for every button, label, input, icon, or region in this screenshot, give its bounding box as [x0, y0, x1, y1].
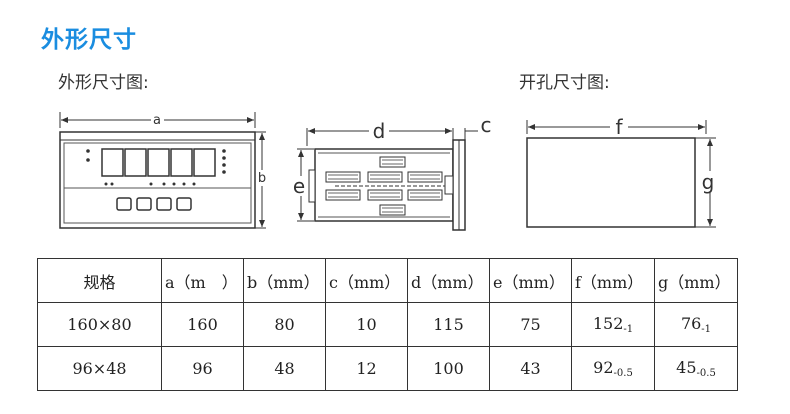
cell-tolerance: -0.5	[613, 368, 633, 379]
dim-label-f: f	[615, 115, 623, 139]
side-view-drawing: d c	[293, 113, 492, 231]
table-cell: 92-0.5	[571, 346, 655, 391]
cell-text: b（mm）	[247, 272, 320, 292]
cell-tolerance: -1	[701, 324, 712, 335]
cell-text: 12	[356, 359, 377, 378]
spec-table: 规格 a（m ） b（mm） c（mm） d（mm） e（mm） f（mm） g（mm） 160…	[37, 258, 738, 391]
table-cell: 160	[161, 302, 244, 347]
cell-text: 43	[520, 359, 541, 378]
cell-text: 160×80	[67, 315, 132, 334]
cell-tolerance: -0.5	[696, 368, 716, 379]
dim-label-e: e	[293, 174, 305, 198]
outline-diagram-label: 外形尺寸图:	[58, 73, 149, 93]
cell-text: 92	[593, 358, 614, 377]
table-header-row: 规格 a（m ） b（mm） c（mm） d（mm） e（mm） f（mm） g（mm）	[37, 258, 738, 303]
dim-label-b: b	[258, 171, 266, 186]
table-cell: 48	[243, 346, 326, 391]
table-header-cell: g（mm）	[654, 258, 738, 303]
cell-text: 76	[680, 314, 702, 333]
cell-text: 96×48	[72, 359, 127, 378]
cutout-drawing: f g	[526, 115, 716, 228]
front-view-drawing: a b	[59, 112, 266, 229]
cell-text: 80	[274, 315, 295, 334]
table-cell: 80	[243, 302, 326, 347]
table-header-cell: b（mm）	[243, 258, 326, 303]
cell-text: g（mm）	[658, 272, 731, 292]
table-header-cell: 规格	[37, 258, 162, 303]
table-header-cell: c（mm）	[325, 258, 408, 303]
table-cell: 100	[407, 346, 490, 391]
cell-text: 152	[592, 314, 624, 333]
cell-text: 10	[356, 315, 377, 334]
table-cell: 75	[489, 302, 572, 347]
table-cell: 96	[161, 346, 244, 391]
cell-tolerance: -1	[623, 324, 634, 335]
dim-label-g: g	[702, 170, 715, 194]
table-header-cell: e（mm）	[489, 258, 572, 303]
cell-text: d（mm）	[411, 272, 484, 292]
cell-text: 115	[433, 315, 464, 334]
table-cell: 152-1	[571, 302, 655, 347]
dimension-drawings: a b	[59, 112, 716, 231]
cutout-diagram-label: 开孔尺寸图:	[519, 73, 610, 93]
cell-text: e（mm）	[493, 272, 565, 292]
cell-text: 100	[433, 359, 464, 378]
section-title: 外形尺寸	[41, 27, 137, 53]
table-cell: 43	[489, 346, 572, 391]
table-cell: 76-1	[654, 302, 738, 347]
cell-text: 48	[274, 359, 295, 378]
table-cell: 12	[325, 346, 408, 391]
table-cell: 160×80	[37, 302, 162, 347]
table-cell: 10	[325, 302, 408, 347]
cell-text: 160	[187, 315, 218, 334]
table-cell: 115	[407, 302, 490, 347]
cell-text: a（m ）	[165, 272, 238, 292]
dim-label-c: c	[481, 113, 492, 137]
cell-text: 96	[192, 359, 213, 378]
cell-text: f（mm）	[575, 272, 644, 292]
cell-text: 规格	[83, 272, 116, 292]
dim-label-a: a	[153, 113, 161, 128]
table-cell: 45-0.5	[654, 346, 738, 391]
cell-text: c（mm）	[329, 272, 401, 292]
table-header-cell: f（mm）	[571, 258, 655, 303]
dim-label-d: d	[373, 119, 386, 143]
cell-text: 75	[520, 315, 541, 334]
table-header-cell: a（m ）	[161, 258, 244, 303]
table-cell: 96×48	[37, 346, 162, 391]
table-header-cell: d（mm）	[407, 258, 490, 303]
cell-text: 45	[676, 358, 697, 377]
